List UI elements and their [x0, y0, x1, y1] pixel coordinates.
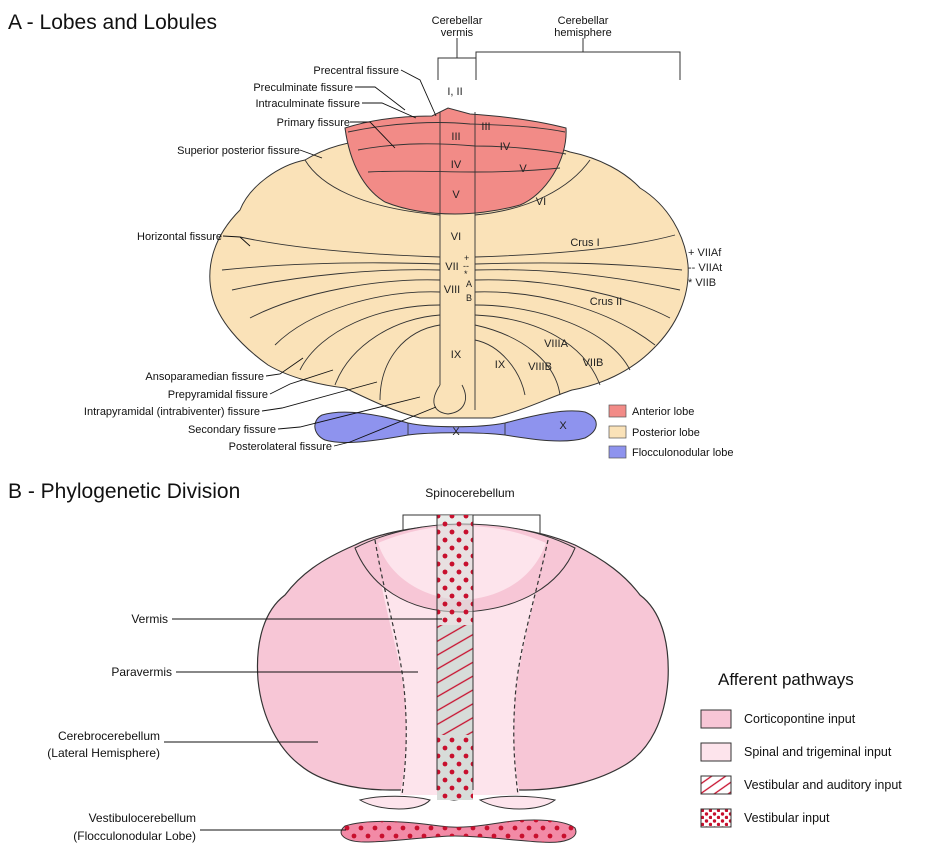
fissure-superior-posterior: Superior posterior fissure: [177, 145, 300, 157]
vestibulocerebellum-dots: [341, 820, 576, 842]
lower-flap-left: [360, 796, 430, 809]
legend-label-vestibular: Vestibular input: [744, 811, 830, 825]
fissure-intraculminate: Intraculminate fissure: [255, 98, 360, 110]
fissure-posterolateral: Posterolateral fissure: [229, 441, 332, 453]
lobule-viiia: VIIIA: [544, 338, 569, 350]
svg-text:*: *: [464, 269, 468, 279]
legend-label-vestibular-auditory: Vestibular and auditory input: [744, 778, 902, 792]
spinocerebellum-label: Spinocerebellum: [425, 486, 514, 500]
lobule-viii-a: A: [466, 279, 472, 289]
part-b-title: B - Phylogenetic Division: [8, 480, 240, 503]
lobule-crus-i: Crus I: [570, 237, 599, 249]
legend-label-posterior: Posterior lobe: [632, 427, 700, 439]
legend-swatch-vestibular-auditory: [701, 776, 731, 794]
lobule-viiib: VIIIB: [528, 361, 552, 373]
legend-label-anterior: Anterior lobe: [632, 406, 694, 418]
lobule-i-ii: I, II: [447, 86, 462, 98]
fissure-ansoparamedian: Ansoparamedian fissure: [145, 371, 264, 383]
subdivision-viiat: -- VIIAt: [688, 262, 722, 274]
afferent-legend-title: Afferent pathways: [718, 670, 854, 689]
lobule-iv-hemisphere: IV: [500, 141, 511, 153]
label-vermis: Vermis: [131, 612, 168, 626]
label-lateral-hemisphere: (Lateral Hemisphere): [47, 746, 160, 760]
legend-label-flocculonodular: Flocculonodular lobe: [632, 447, 734, 459]
lobule-viii-vermis: VIII: [444, 284, 461, 296]
vermis-header-line1: Cerebellar: [432, 15, 483, 27]
part-a-title: A - Lobes and Lobules: [8, 11, 217, 34]
fissure-precentral: Precentral fissure: [313, 65, 399, 77]
afferent-legend: Corticopontine input Spinal and trigemin…: [701, 710, 902, 827]
lobule-vii-vermis: VII: [445, 261, 458, 273]
lobule-viii-b: B: [466, 293, 472, 303]
lobule-iv-vermis: IV: [451, 159, 462, 171]
lobule-v-vermis: V: [452, 189, 460, 201]
legend-swatch-posterior: [609, 426, 626, 438]
lobule-vi-vermis: VI: [451, 231, 461, 243]
hemisphere-header-line1: Cerebellar: [558, 15, 609, 27]
fissure-preculminate: Preculminate fissure: [253, 82, 353, 94]
lobule-x-hemisphere: X: [559, 420, 567, 432]
lobe-legend: Anterior lobe Posterior lobe Flocculonod…: [609, 405, 734, 459]
subdivision-viiaf: + VIIAf: [688, 247, 722, 259]
subdivision-viib: * VIIB: [688, 277, 716, 289]
lobule-iii-vermis: III: [451, 131, 460, 143]
legend-swatch-spinal: [701, 743, 731, 761]
fissure-secondary: Secondary fissure: [188, 424, 276, 436]
vermis-dots-lower: [437, 735, 473, 800]
legend-swatch-anterior: [609, 405, 626, 417]
vermis-header-line2: vermis: [441, 27, 474, 39]
lobule-iii-hemisphere: III: [481, 121, 490, 133]
label-cerebrocerebellum: Cerebrocerebellum: [58, 729, 160, 743]
lobule-x-vermis: X: [452, 426, 460, 438]
legend-label-corticopontine: Corticopontine input: [744, 712, 856, 726]
fissure-horizontal: Horizontal fissure: [137, 231, 222, 243]
label-flocculonodular-lobe: (Flocculonodular Lobe): [73, 829, 196, 843]
fissure-primary: Primary fissure: [277, 117, 350, 129]
vermis-dots-upper: [437, 515, 473, 625]
legend-swatch-corticopontine: [701, 710, 731, 728]
fissure-prepyramidal: Prepyramidal fissure: [168, 389, 268, 401]
lobule-viib: VIIB: [583, 357, 604, 369]
lobule-crus-ii: Crus II: [590, 296, 622, 308]
header-brackets: [438, 38, 680, 80]
lobule-vi-hemisphere: VI: [536, 196, 546, 208]
label-vestibulocerebellum: Vestibulocerebellum: [89, 811, 196, 825]
lower-flap-right: [480, 796, 555, 809]
lobule-ix-hemisphere: IX: [495, 359, 506, 371]
legend-swatch-vestibular: [701, 809, 731, 827]
lobule-ix-vermis: IX: [451, 349, 462, 361]
hemisphere-header-line2: hemisphere: [554, 27, 611, 39]
fissure-intrapyramidal: Intrapyramidal (intrabiventer) fissure: [84, 406, 260, 418]
legend-swatch-flocculonodular: [609, 446, 626, 458]
label-paravermis: Paravermis: [111, 665, 172, 679]
vermis-hatched: [437, 625, 473, 735]
lobule-v-hemisphere: V: [519, 163, 527, 175]
legend-label-spinal: Spinal and trigeminal input: [744, 745, 892, 759]
